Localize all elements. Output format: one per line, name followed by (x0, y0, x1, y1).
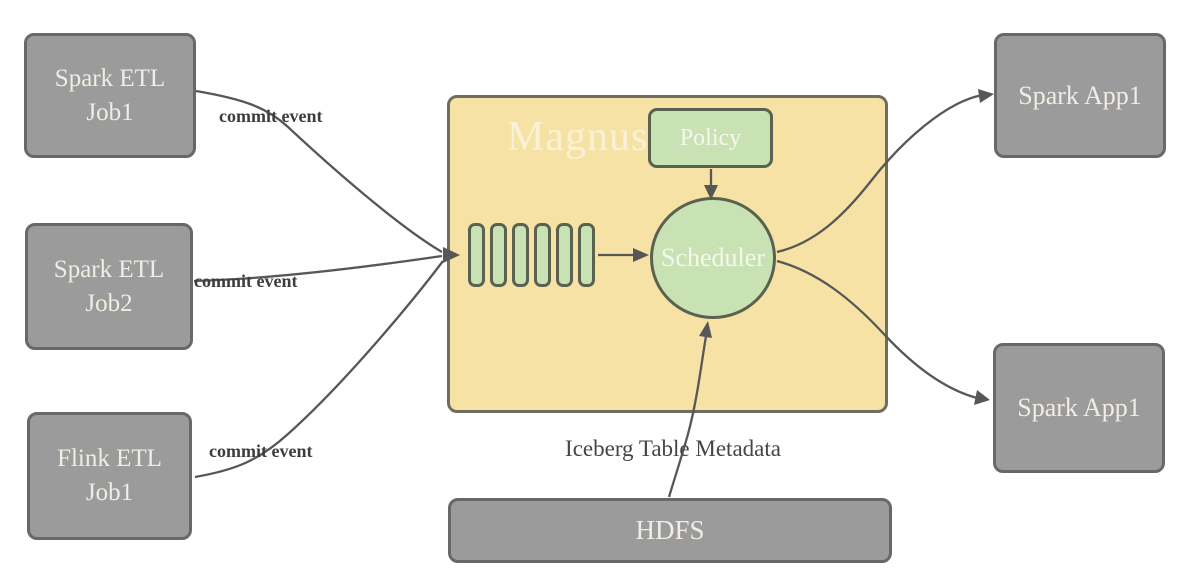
queue-slot (468, 223, 485, 287)
queue-slot (512, 223, 529, 287)
policy-node: Policy (648, 108, 773, 168)
scheduler-node: Scheduler (650, 197, 776, 319)
spark-app1-top-label: Spark App1 (1018, 80, 1142, 110)
commit-event-label-2: commit event (194, 271, 298, 291)
queue-slot (534, 223, 551, 287)
queue-slot (490, 223, 507, 287)
arrowhead-to-spark-app1-bottom (974, 390, 990, 405)
edge-spark-etl-job2-to-magnus (193, 254, 443, 283)
spark-app1-bottom-label: Spark App1 (1017, 393, 1141, 423)
flink-etl-job1-label: Flink ETL Job1 (57, 445, 162, 506)
commit-event-label-1: commit event (219, 106, 323, 126)
hdfs-node: HDFS (448, 498, 892, 563)
commit-event-label-3: commit event (209, 441, 313, 461)
arrowhead-to-spark-app1-top (978, 89, 994, 103)
policy-label: Policy (679, 124, 742, 151)
commit-queue (468, 223, 595, 287)
spark-etl-job2-node: Spark ETL Job2 (25, 223, 193, 350)
spark-app1-top-node: Spark App1 (994, 33, 1166, 158)
hdfs-label: HDFS (635, 515, 705, 546)
queue-slot (578, 223, 595, 287)
edge-spark-etl-job1-to-magnus (195, 89, 443, 253)
flink-etl-job1-node: Flink ETL Job1 (27, 412, 192, 540)
magnus-title: Magnus (507, 114, 649, 160)
spark-etl-job2-label: Spark ETL Job2 (53, 255, 165, 317)
edge-flink-etl-job1-to-magnus (194, 260, 444, 479)
spark-etl-job1-node: Spark ETL Job1 (24, 33, 196, 158)
spark-app1-bottom-node: Spark App1 (993, 343, 1165, 473)
queue-slot (556, 223, 573, 287)
spark-etl-job1-label: Spark ETL Job1 (54, 64, 166, 126)
scheduler-label: Scheduler (661, 243, 765, 272)
iceberg-table-metadata-label: Iceberg Table Metadata (565, 436, 781, 461)
